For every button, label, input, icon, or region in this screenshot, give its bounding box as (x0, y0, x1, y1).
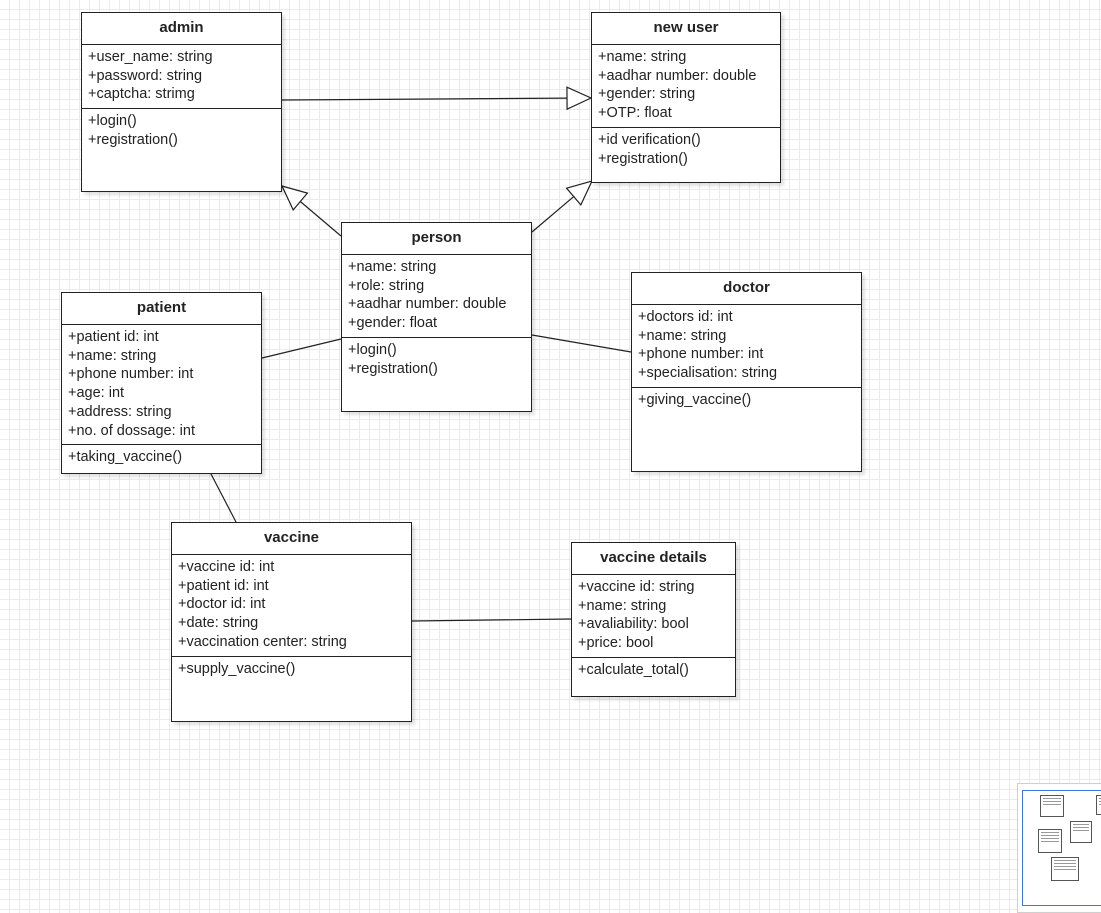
class-person[interactable]: person +name: string +role: string +aadhar… (341, 222, 532, 412)
hollow-triangle-arrowhead-icon (566, 86, 593, 111)
class-attribute: +gender: float (348, 315, 438, 332)
operations-section: +login()+registration() (82, 109, 281, 152)
operations-section: +id verification() +registration() (592, 128, 780, 171)
class-name: new user (592, 13, 780, 45)
minimap[interactable] (1017, 783, 1101, 913)
attributes-section: +patient id: int +name: string +phone numb… (62, 325, 261, 446)
class-doctor[interactable]: doctor +doctors id: int +name: string +pho… (631, 272, 862, 472)
class-attribute: +date: string (178, 615, 259, 632)
class-attribute: +patient id: int (68, 329, 159, 345)
minimap-class-new-user (1096, 795, 1101, 815)
class-attribute: +price: bool (578, 635, 654, 652)
class-attribute: +doctor id: int (178, 596, 266, 613)
class-attribute: +name: string (578, 597, 667, 614)
operations-section: +giving_vaccine() (632, 388, 861, 413)
class-name: patient (62, 293, 261, 325)
operations-section: +login() +registration() (342, 338, 531, 381)
hollow-triangle-arrowhead-icon (280, 185, 309, 212)
generalization-edge-admin-to-new-user[interactable] (281, 86, 593, 111)
class-attribute: +OTP: float (598, 105, 672, 122)
class-name: admin (82, 13, 281, 45)
class-new-user[interactable]: new user +name: string +aadhar number: do… (591, 12, 781, 183)
class-attribute: +phone number: int (638, 346, 764, 363)
class-attribute: +name: string (598, 49, 687, 65)
class-name: vaccine (172, 523, 411, 555)
generalization-edge-person-to-admin[interactable] (280, 185, 342, 237)
class-attribute: +name: string (68, 347, 157, 364)
class-attribute: +no. of dossage: int (68, 422, 195, 439)
minimap-class-vaccine (1051, 857, 1079, 881)
minimap-class-person (1070, 821, 1092, 843)
minimap-viewport[interactable] (1022, 790, 1101, 906)
class-attribute: +avaliability: bool (578, 616, 689, 633)
class-attribute: +vaccination center: string (178, 633, 347, 650)
class-operation: +calculate_total() (578, 661, 689, 678)
class-name: doctor (632, 273, 861, 305)
class-operation: +registration() (598, 150, 688, 167)
edge-line (299, 201, 342, 237)
class-patient[interactable]: patient +patient id: int +name: string +ph… (61, 292, 262, 474)
class-attribute: +vaccine id: int (178, 559, 275, 575)
operations-section: +taking_vaccine() (62, 445, 261, 470)
attributes-section: +doctors id: int +name: string +phone numb… (632, 305, 861, 388)
class-vaccine[interactable]: vaccine +vaccine id: int +patient id: int… (171, 522, 412, 722)
class-attribute: +vaccine id: string (578, 579, 695, 595)
edge-line (261, 338, 342, 359)
class-attribute: +age: int (68, 385, 125, 402)
operations-section: +supply_vaccine() (172, 657, 411, 682)
class-operation: +taking_vaccine() (68, 449, 183, 466)
class-attribute: +name: string (348, 259, 437, 275)
minimap-class-patient (1038, 829, 1062, 853)
class-name: person (342, 223, 531, 255)
class-operation: +login() (348, 341, 397, 358)
class-attribute: +captcha: strimg (88, 86, 195, 103)
operations-section: +calculate_total() (572, 658, 735, 683)
class-operation: +supply_vaccine() (178, 660, 296, 677)
class-attribute: +address: string (68, 403, 172, 420)
class-name: vaccine details (572, 543, 735, 575)
association-edge-person-to-doctor[interactable] (531, 334, 632, 353)
class-attribute: +patient id: int (178, 577, 269, 594)
attributes-section: +user_name: string +password: string +capt… (82, 45, 281, 110)
class-operation: +giving_vaccine() (638, 391, 752, 408)
attributes-section: +name: string +aadhar number: double +gend… (592, 45, 780, 128)
edge-line (531, 196, 575, 233)
generalization-edge-person-to-new-user[interactable] (531, 180, 594, 233)
attributes-section: +vaccine id: string +name: string +avaliab… (572, 575, 735, 658)
edge-line (281, 97, 568, 101)
class-attribute: +aadhar number: double (598, 67, 757, 84)
class-attribute: +role: string (348, 277, 425, 294)
class-attribute: +phone number: int (68, 366, 194, 383)
edge-line (531, 334, 632, 353)
class-attribute: +user_name: string (88, 49, 213, 65)
edge-line (210, 473, 237, 523)
class-operation: +login() (88, 113, 137, 130)
association-edge-patient-to-vaccine[interactable] (210, 473, 237, 523)
association-edge-vaccine-to-vaccine-details[interactable] (411, 618, 572, 622)
minimap-class-admin (1040, 795, 1064, 817)
class-attribute: +aadhar number: double (348, 296, 507, 313)
class-attribute: +name: string (638, 327, 727, 344)
association-edge-patient-to-person[interactable] (261, 338, 342, 359)
attributes-section: +vaccine id: int +patient id: int +doctor … (172, 555, 411, 657)
class-operation: +registration() (348, 360, 438, 377)
class-vaccine-details[interactable]: vaccine details +vaccine id: string +name… (571, 542, 736, 697)
class-attribute: +doctors id: int (638, 309, 733, 325)
edge-line (411, 618, 572, 622)
class-operation: +id verification() (598, 131, 701, 148)
class-operation: +registration() (88, 131, 178, 148)
class-attribute: +gender: string (598, 86, 696, 103)
hollow-triangle-arrowhead-icon (565, 180, 594, 207)
class-admin[interactable]: admin +user_name: string +password: strin… (81, 12, 282, 192)
class-attribute: +specialisation: string (638, 365, 778, 382)
class-attribute: +password: string (88, 67, 203, 84)
attributes-section: +name: string +role: string +aadhar number… (342, 255, 531, 338)
